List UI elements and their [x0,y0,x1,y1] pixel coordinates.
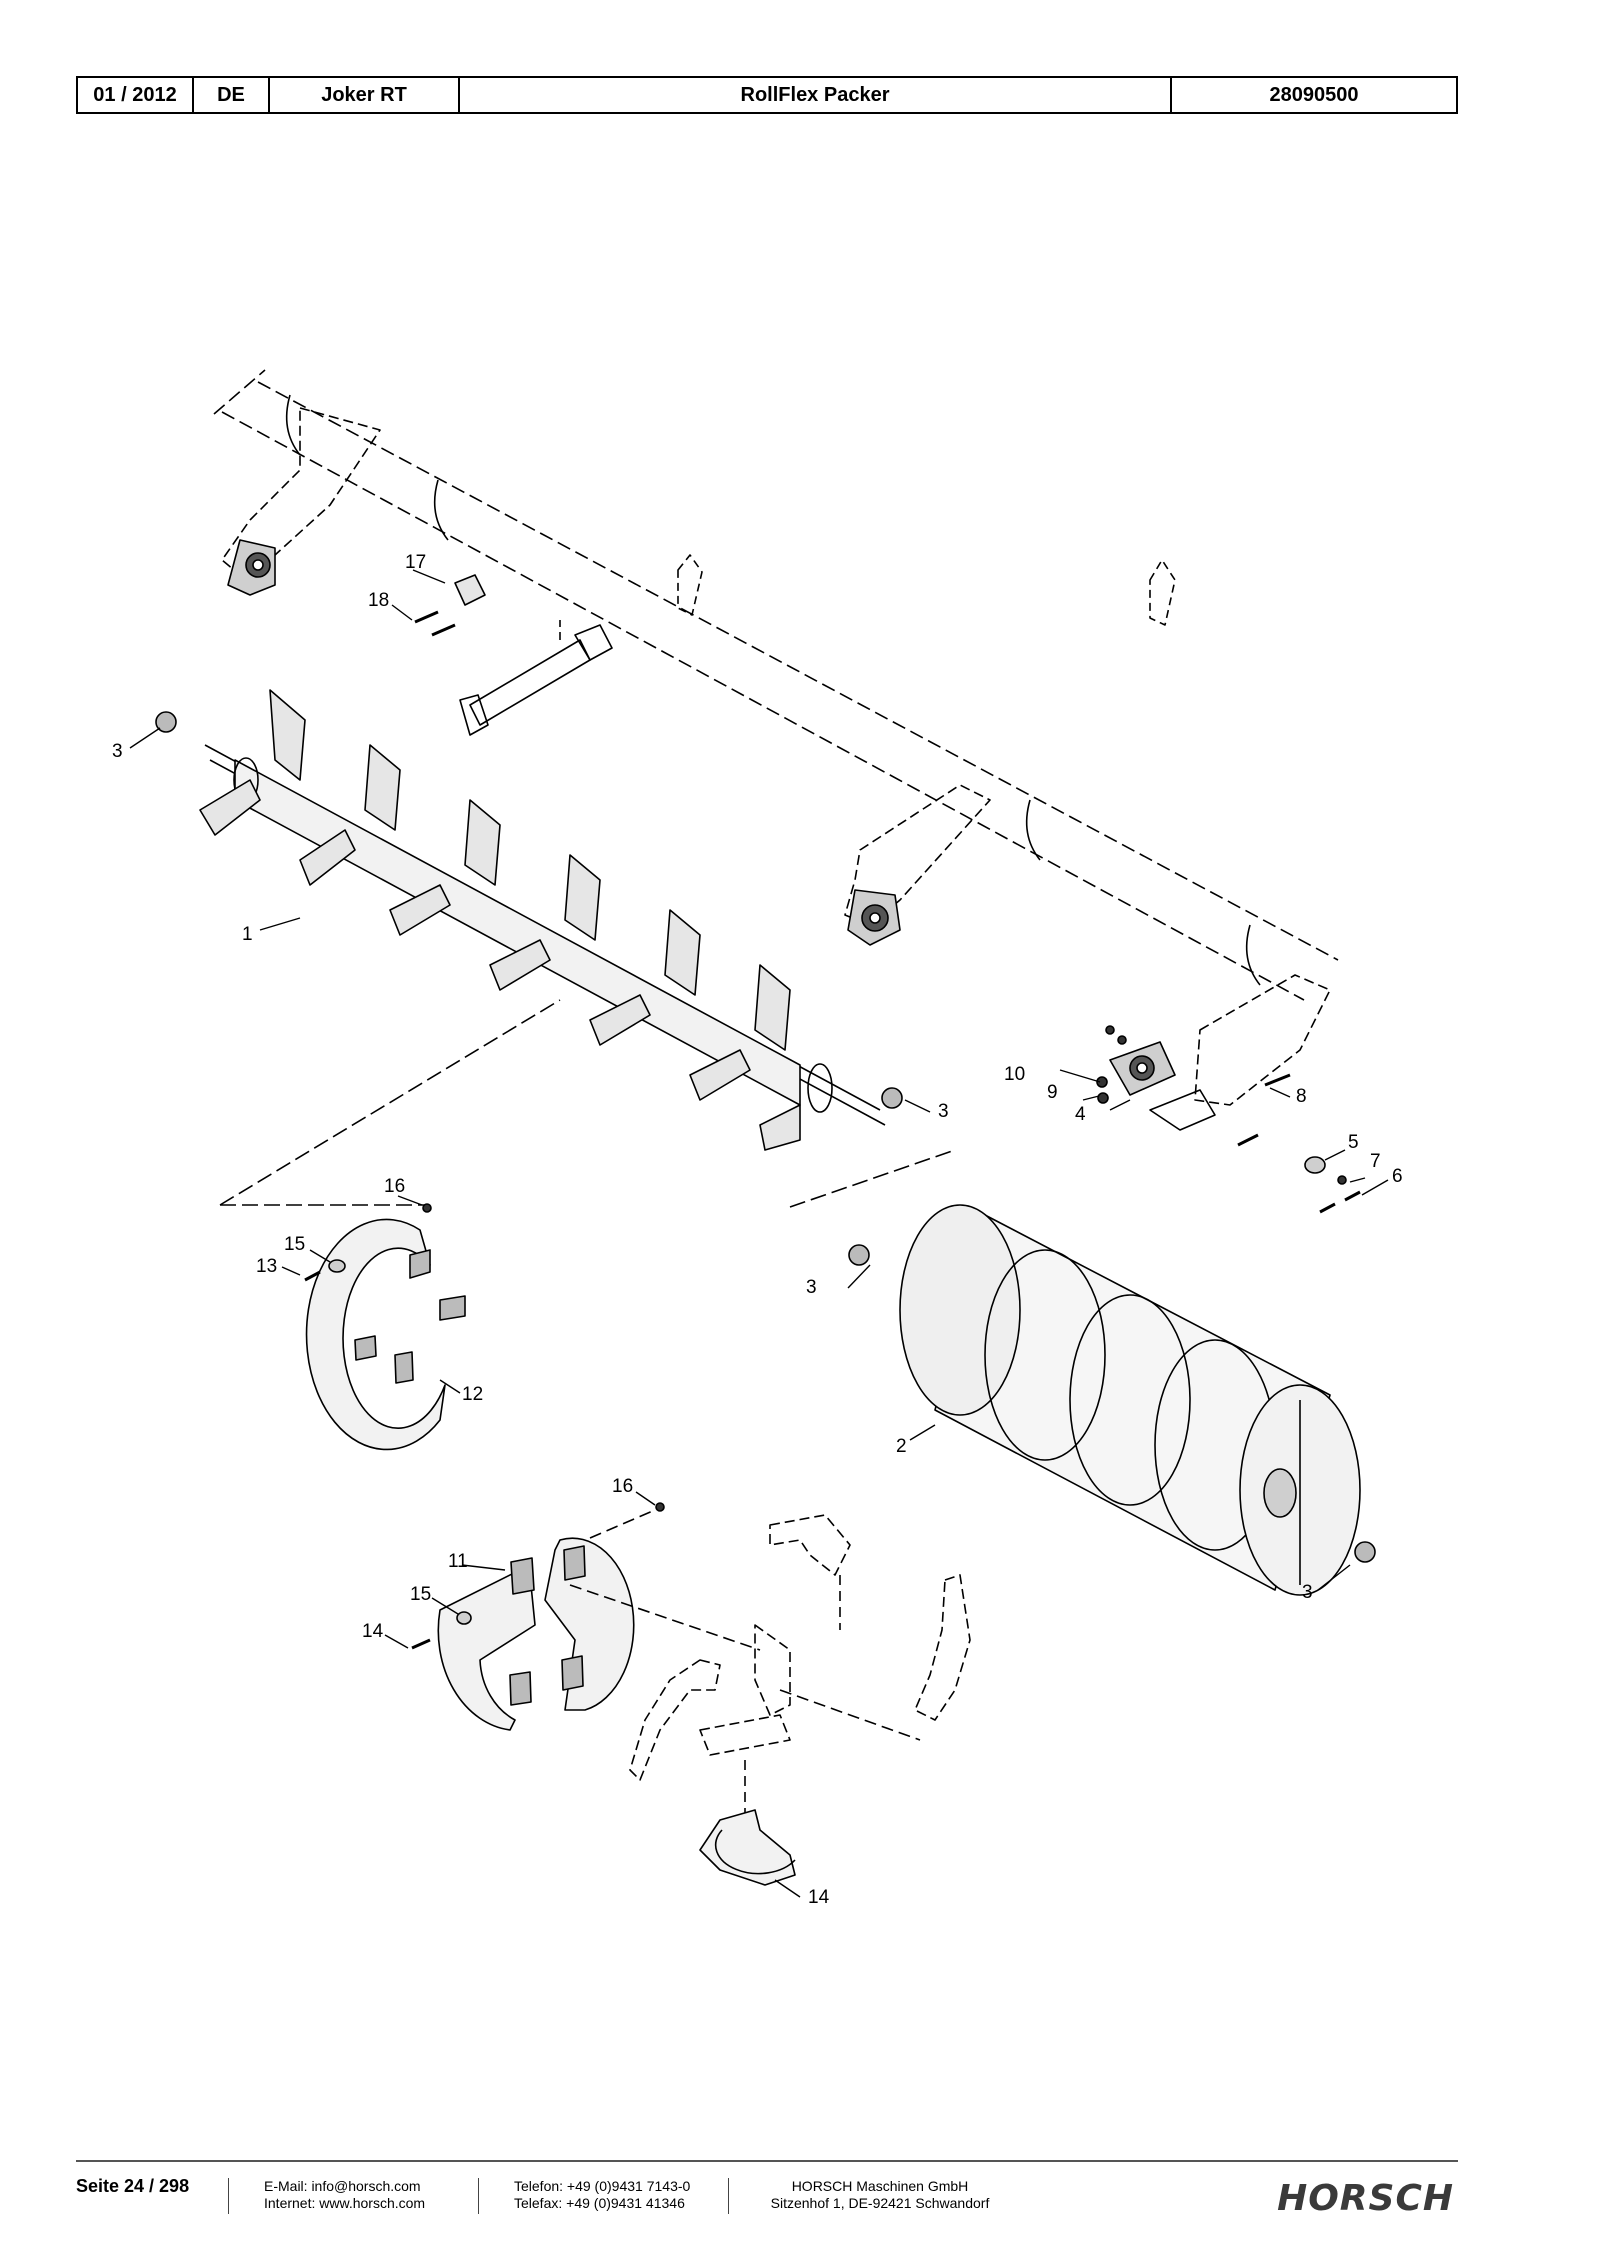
footer-company-block: HORSCH Maschinen GmbH Sitzenhof 1, DE-92… [760,2178,1000,2212]
footer-email: E-Mail: info@horsch.com [264,2178,421,2194]
callout-14: 14 [808,1887,830,1908]
header-table: 01 / 2012 DE Joker RT RollFlex Packer 28… [76,76,1458,114]
callout-3: 3 [112,741,123,762]
header-language: DE [194,78,270,112]
frame-tube-sleeves [285,394,1261,986]
callout-3: 3 [1302,1582,1313,1603]
footer-phone-contact: Telefon: +49 (0)9431 7143-0 Telefax: +49… [514,2178,690,2212]
callout-6: 6 [1392,1166,1403,1187]
footer-separator [728,2178,729,2214]
bearing-housing-part-4 [1096,1025,1361,1214]
callout-14: 14 [362,1621,384,1642]
bearing-rings-part-3 [155,711,1376,1563]
scraper-ring-part-12 [220,1149,956,1451]
header-date: 01 / 2012 [78,78,194,112]
cover-17-and-bolts-18 [414,574,486,637]
footer-separator [228,2178,229,2214]
callout-4: 4 [1075,1104,1086,1125]
callout-15: 15 [410,1584,431,1605]
callout-5: 5 [1348,1132,1359,1153]
hydraulic-cylinder [459,620,613,736]
callout-11: 11 [448,1551,468,1572]
left-packer-arm [221,407,381,596]
callout-13: 13 [256,1256,277,1277]
callout-17: 17 [405,552,426,573]
scraper-assembly [629,1514,971,1886]
footer-fax: Telefax: +49 (0)9431 41346 [514,2195,685,2211]
callout-18: 18 [368,590,389,611]
footer-rule [76,2160,1458,2162]
callout-16: 16 [384,1176,405,1197]
callout-labels: 1 2 3 3 3 3 4 5 6 7 8 9 10 11 12 13 14 1… [112,552,1403,1908]
callout-12: 12 [462,1384,483,1405]
crosskill-roller-part-1 [199,689,886,1206]
page-number: Seite 24 / 298 [76,2176,190,2196]
callout-leaders [129,569,1389,1898]
header-part-number: 28090500 [1269,83,1359,106]
rollflex-packer-roller-part-2 [899,1204,1361,1596]
page-footer: Seite 24 / 298 E-Mail: info@horsch.com I… [76,2172,1458,2232]
footer-internet: Internet: www.horsch.com [264,2195,426,2211]
header-title: RollFlex Packer [460,78,1172,112]
callout-7: 7 [1370,1151,1381,1172]
scraper-plates-part-11 [411,1502,761,1731]
callout-2: 2 [896,1436,907,1457]
callout-15: 15 [284,1234,305,1255]
footer-address: Sitzenhof 1, DE-92421 Schwandorf [770,2195,990,2211]
callout-1: 1 [242,924,253,945]
callout-3: 3 [938,1101,949,1122]
footer-phone: Telefon: +49 (0)9431 7143-0 [514,2178,691,2194]
footer-separator [478,2178,479,2214]
right-packer-arm [677,554,1331,1131]
header-model: Joker RT [270,78,460,112]
frame-tube [213,369,1339,1001]
callout-9: 9 [1047,1082,1058,1103]
callout-16: 16 [612,1476,633,1497]
callout-10: 10 [1004,1064,1025,1085]
footer-web-contact: E-Mail: info@horsch.com Internet: www.ho… [264,2178,425,2212]
callout-8: 8 [1296,1086,1307,1107]
callout-3: 3 [806,1277,817,1298]
footer-company: HORSCH Maschinen GmbH [791,2178,969,2194]
horsch-logo: HORSCH [1277,2178,1454,2219]
